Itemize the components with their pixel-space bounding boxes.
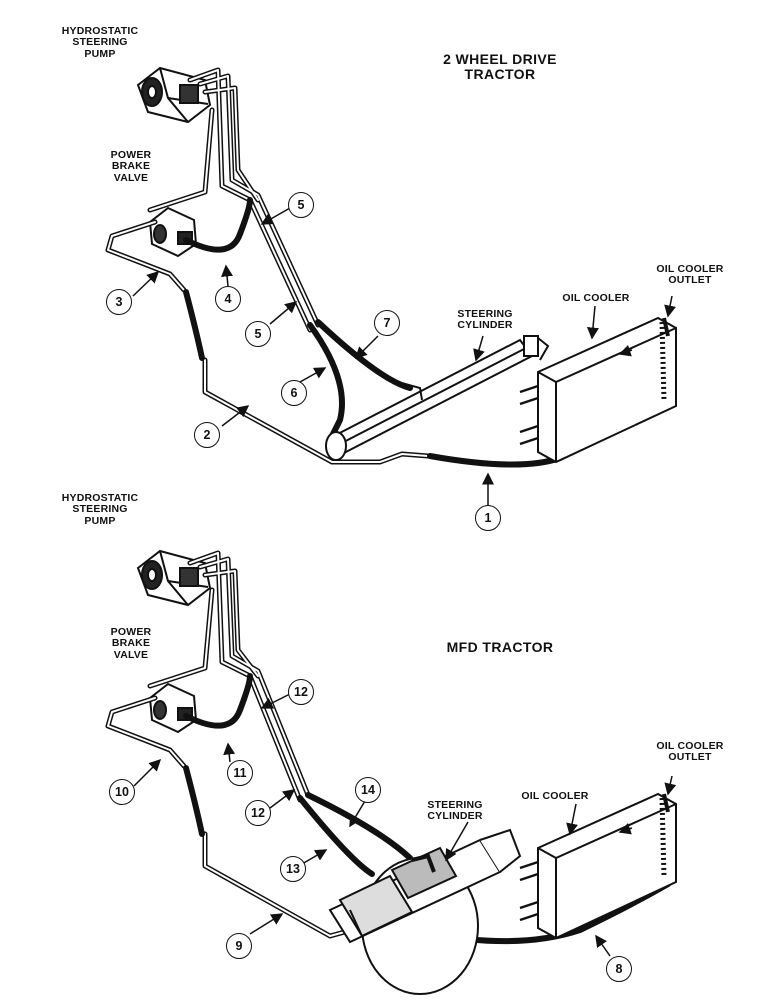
callout-number: 3 bbox=[106, 289, 132, 315]
callout-number: 9 bbox=[226, 933, 252, 959]
label-oil-cooler-outlet-mfd: OIL COOLER OUTLET bbox=[656, 740, 724, 764]
diagram-title-mfd: MFD TRACTOR bbox=[446, 639, 554, 655]
label-oil-cooler-mfd: OIL COOLER bbox=[521, 790, 589, 802]
callout-number: 2 bbox=[194, 422, 220, 448]
label-steering-cylinder: STEERING CYLINDER bbox=[457, 308, 513, 332]
label-brake-valve-mfd: POWER BRAKE VALVE bbox=[110, 626, 152, 661]
top-diagram bbox=[105, 66, 677, 508]
callout-number: 12 bbox=[288, 679, 314, 705]
callout-number: 13 bbox=[280, 856, 306, 882]
callout-number: 12 bbox=[245, 800, 271, 826]
label-pump: HYDROSTATIC STEERING PUMP bbox=[61, 25, 139, 60]
callout-number: 7 bbox=[374, 310, 400, 336]
oil-cooler-mfd bbox=[519, 792, 677, 940]
callout-number: 5 bbox=[288, 192, 314, 218]
callout-number: 5 bbox=[245, 321, 271, 347]
callout-number: 8 bbox=[606, 956, 632, 982]
callout-number: 1 bbox=[475, 505, 501, 531]
label-brake-valve: POWER BRAKE VALVE bbox=[110, 149, 152, 184]
callout-number: 6 bbox=[281, 380, 307, 406]
label-oil-cooler: OIL COOLER bbox=[562, 292, 630, 304]
callout-number: 11 bbox=[227, 760, 253, 786]
callout-number: 14 bbox=[355, 777, 381, 803]
label-pump-mfd: HYDROSTATIC STEERING PUMP bbox=[61, 492, 139, 527]
brake-valve bbox=[148, 206, 198, 258]
diagram-title: 2 WHEEL DRIVE TRACTOR bbox=[443, 51, 557, 83]
steel-lines bbox=[105, 67, 431, 465]
steering-cylinder bbox=[325, 335, 550, 461]
callout-number: 4 bbox=[215, 286, 241, 312]
axle-steering-cylinder bbox=[328, 828, 522, 995]
callout-number: 10 bbox=[109, 779, 135, 805]
brake-valve-mfd bbox=[148, 682, 198, 734]
label-steering-cylinder-mfd: STEERING CYLINDER bbox=[427, 799, 483, 823]
label-oil-cooler-outlet: OIL COOLER OUTLET bbox=[656, 263, 724, 287]
oil-cooler bbox=[519, 316, 677, 464]
bottom-diagram bbox=[105, 549, 677, 995]
